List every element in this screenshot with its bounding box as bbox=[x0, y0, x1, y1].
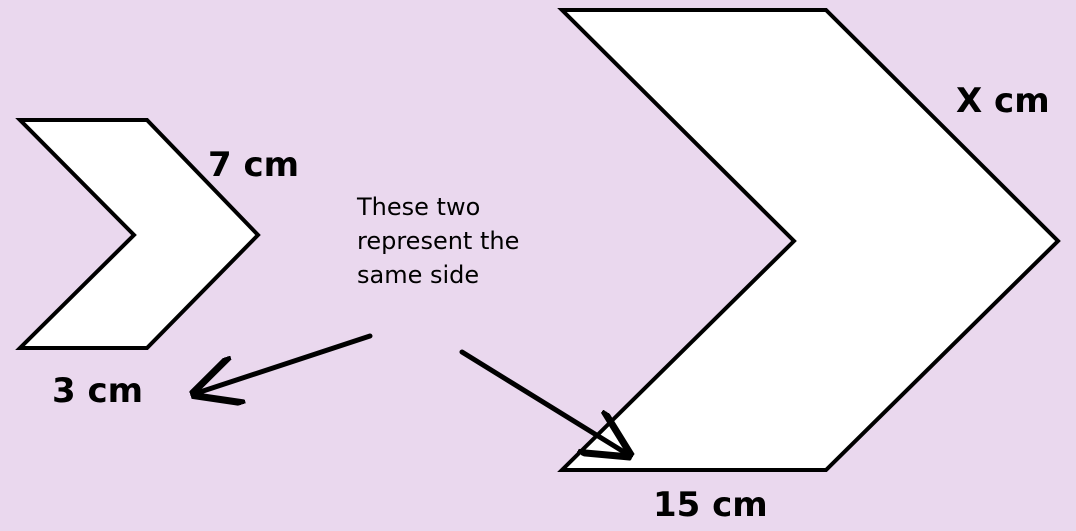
large-chevron-shape bbox=[557, 8, 1061, 472]
small-base-label: 3 cm bbox=[52, 371, 144, 411]
arrow-to-small-base bbox=[200, 333, 373, 392]
large-base-label: 15 cm bbox=[653, 485, 768, 525]
annotation-note: These two represent the same side bbox=[357, 190, 519, 292]
annotation-line-1: These two bbox=[357, 193, 481, 221]
small-chevron-shape bbox=[15, 118, 261, 350]
large-side-label: X cm bbox=[956, 81, 1050, 121]
arrow-to-large-base bbox=[459, 349, 624, 452]
small-side-label: 7 cm bbox=[208, 145, 300, 185]
annotation-line-3: same side bbox=[357, 261, 480, 289]
annotation-line-2: represent the bbox=[357, 227, 520, 255]
